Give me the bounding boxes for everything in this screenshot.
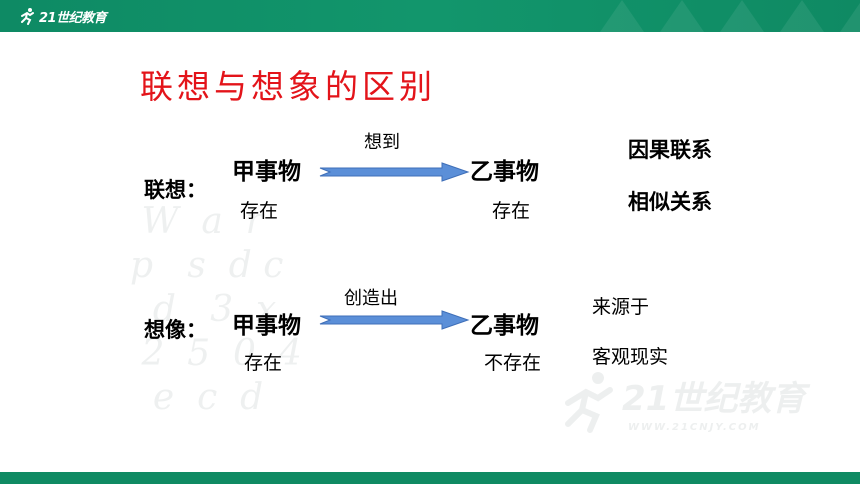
imagination-arrow-icon [319, 310, 470, 330]
association-verb: 想到 [364, 132, 400, 153]
imagination-verb: 创造出 [344, 288, 398, 309]
footer-bar [0, 472, 860, 484]
imagination-target-state: 不存在 [484, 352, 542, 374]
association-arrow-icon [319, 162, 470, 182]
brand-name: 21世纪教育 [39, 10, 107, 26]
association-source: 甲事物 [232, 158, 301, 185]
imagination-note-line2: 客观现实 [592, 346, 669, 368]
brand-logo: 21世纪教育 [18, 5, 107, 27]
svg-text:WWW.21CNJY.COM: WWW.21CNJY.COM [628, 422, 761, 433]
imagination-source: 甲事物 [232, 312, 301, 339]
association-target-state: 存在 [492, 200, 531, 222]
header-decoration [660, 0, 704, 32]
association-target: 乙事物 [470, 158, 539, 185]
association-label: 联想： [144, 177, 207, 202]
header-decoration [720, 0, 764, 32]
association-source-state: 存在 [240, 200, 279, 222]
svg-text:21世纪教育: 21世纪教育 [622, 379, 810, 419]
imagination-label: 想像： [144, 317, 207, 342]
runner-icon [21, 8, 34, 25]
header-decoration [840, 0, 860, 32]
association-note-line2: 相似关系 [628, 189, 712, 214]
header-decoration [600, 0, 644, 32]
imagination-source-state: 存在 [244, 352, 283, 374]
header-decoration [780, 0, 824, 32]
watermark-logo-icon: 21世纪教育 WWW.21CNJY.COM [565, 372, 810, 433]
page-title: 联想与想象的区别 [140, 67, 436, 106]
imagination-note-line1: 来源于 [592, 296, 650, 318]
imagination-target: 乙事物 [470, 312, 539, 339]
association-note-line1: 因果联系 [628, 137, 712, 162]
header-bar: 21世纪教育 [0, 0, 860, 32]
